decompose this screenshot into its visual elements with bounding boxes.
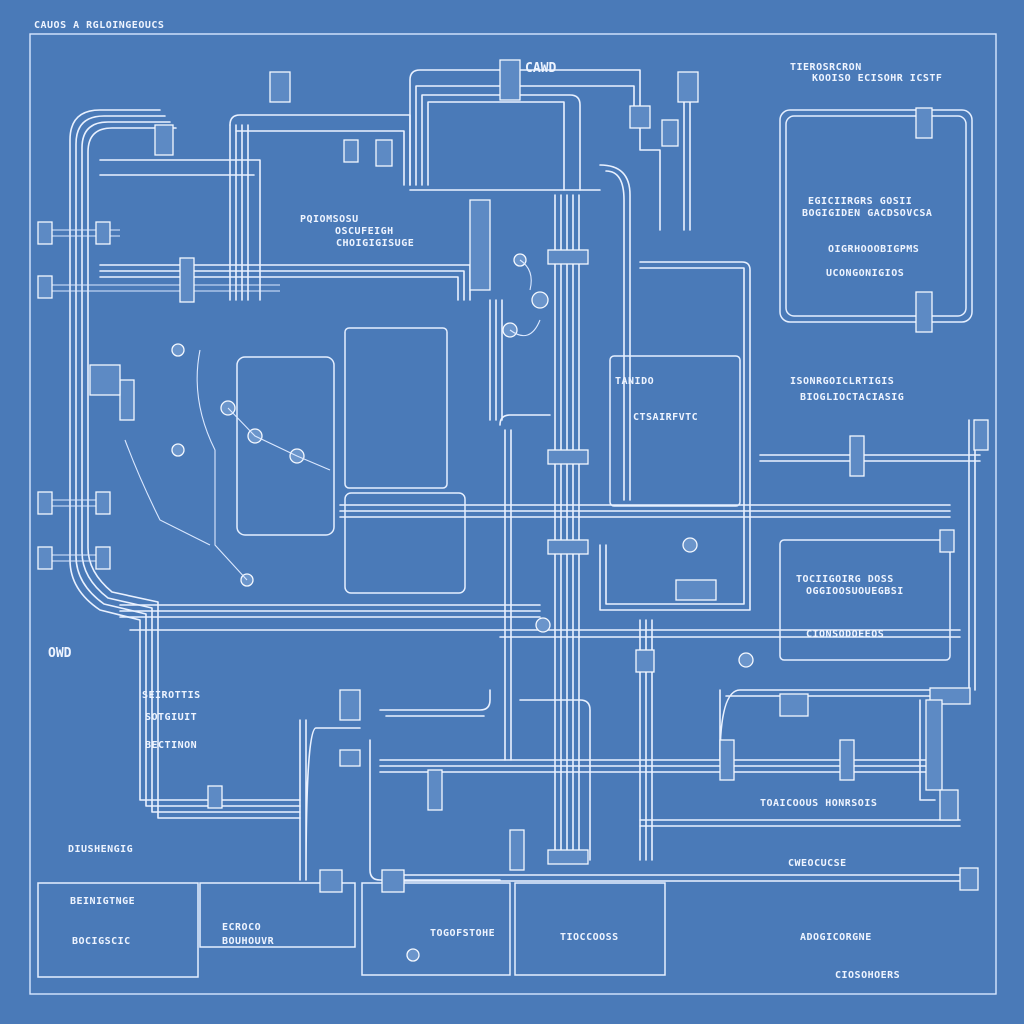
label-right-panel-2: BOGIGIDEN GACDSOVCSA	[802, 208, 932, 219]
label-upper-center: PQIOMSOSU	[300, 214, 359, 225]
lower-harness	[299, 619, 961, 882]
label-right-mid-2: BIOGLIOCTACIASIG	[800, 392, 904, 403]
central-trunk	[489, 164, 631, 861]
label-bottom-center-3: TOGOFSTOHE	[430, 928, 495, 939]
label-top-right-heading: TIEROSRCRON	[790, 62, 862, 73]
label-left-lower-3: BECTINON	[145, 740, 197, 751]
annotations: CAUOS A RGLOINGEOUCS CAWD TIEROSRCRON KO…	[34, 20, 942, 981]
panels	[37, 109, 973, 978]
label-bottom-mid: TIOCCOOSS	[560, 932, 619, 943]
left-pipe-loop	[40, 109, 301, 819]
label-center-mid-2: CTSAIRFVTC	[633, 412, 698, 423]
label-top-right-sub: KOOISO ECISOHR ICSTF	[812, 73, 942, 84]
label-bottom-center-2: BOUHOUVR	[222, 936, 275, 947]
label-center-mid: TANIDO	[615, 376, 654, 387]
label-bottom-right-2: CWEOCUCSE	[788, 858, 847, 869]
instruments	[171, 253, 754, 962]
label-upper-center-2: OSCUFEIGH	[335, 226, 394, 237]
label-right-lower-1: TOCIIGOIRG DOSS	[796, 574, 894, 585]
fittings	[37, 59, 989, 893]
label-legend-2: BEINIGTNGE	[70, 896, 135, 907]
label-right-panel-1: EGICIIRGRS GOSII	[808, 196, 912, 207]
panel-wiring	[124, 259, 541, 581]
label-right-panel-3: OIGRHOOOBIGPMS	[828, 244, 919, 255]
top-manifold	[409, 69, 691, 231]
label-top-left-title: CAUOS A RGLOINGEOUCS	[34, 20, 164, 31]
label-bottom-center-1: ECROCO	[222, 922, 261, 933]
label-left-side: OWD	[48, 646, 72, 661]
label-left-lower-2: SOTGIUIT	[145, 712, 197, 723]
label-right-lower-3: CIONSODOEEOS	[806, 629, 884, 640]
label-bottom-right: TOAICOOUS HONRSOIS	[760, 798, 877, 809]
label-right-panel-4: UCONGONIGIOS	[826, 268, 904, 279]
label-top-center: CAWD	[525, 61, 556, 76]
label-bottom-footer: CIOSOHOERS	[835, 970, 900, 981]
label-right-mid-1: ISONRGOICLRTIGIS	[790, 376, 894, 387]
label-left-lower-1: SEIROTTIS	[142, 690, 201, 701]
label-legend-3: BOCIGSCIC	[72, 936, 131, 947]
label-bottom-right-3: ADOGICORGNE	[800, 932, 872, 943]
label-upper-center-3: CHOIGIGISUGE	[336, 238, 414, 249]
label-legend-1: DIUSHENGIG	[68, 844, 133, 855]
drawing-border	[29, 33, 997, 995]
label-right-lower-2: OGGIOOSUOUEGBSI	[806, 586, 904, 597]
